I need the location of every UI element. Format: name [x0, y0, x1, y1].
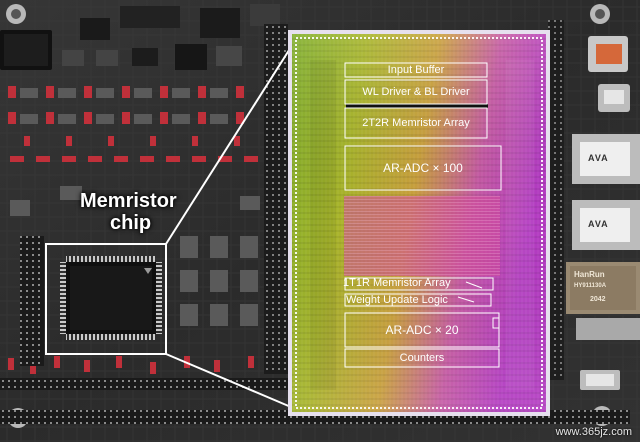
wl-bl-driver-label: WL Driver & BL Driver	[362, 86, 470, 98]
rj45-connector-1-text: AVA	[588, 153, 609, 163]
middle-header	[264, 24, 288, 374]
die-connector-arrows	[457, 281, 483, 303]
capacitor-rows	[8, 86, 258, 374]
zoom-line-top	[165, 35, 299, 245]
ar-adc-100-label: AR-ADC × 100	[383, 161, 463, 175]
chip-package	[60, 256, 162, 340]
rj45-connector-2-text: AVA	[588, 219, 609, 229]
right-header	[548, 20, 564, 380]
memristor-chip-label-line2: chip	[110, 212, 152, 234]
transformer-part-text: HY911130A	[574, 283, 607, 289]
memristor-array-2t2r-label: 2T2R Memristor Array	[362, 117, 470, 129]
counters-label: Counters	[399, 352, 445, 364]
zoom-line-bottom	[165, 353, 299, 411]
watermark: www.365jz.com	[555, 426, 632, 438]
memristor-chip-label-line1: Memristor	[80, 190, 177, 212]
transformer-brand-text: HanRun	[574, 270, 605, 279]
left-header	[20, 236, 44, 366]
power-components	[0, 4, 280, 70]
ar-adc-20-label: AR-ADC × 20	[385, 323, 459, 337]
smd-components	[10, 88, 260, 326]
memristor-chip-label: Memristor chip	[80, 190, 177, 234]
transformer-code-text: 2042	[590, 296, 606, 303]
memristor-array-1t1r-label: 1T1R Memristor Array	[343, 277, 451, 289]
weight-update-logic-label: Weight Update Logic	[346, 294, 448, 306]
chip-die	[288, 30, 550, 416]
chip-callout-box	[45, 243, 167, 355]
bottom-header-row-1	[0, 378, 300, 390]
right-connectors	[566, 36, 640, 390]
die-block-outlines	[344, 62, 502, 368]
input-buffer-label: Input Buffer	[387, 64, 445, 76]
